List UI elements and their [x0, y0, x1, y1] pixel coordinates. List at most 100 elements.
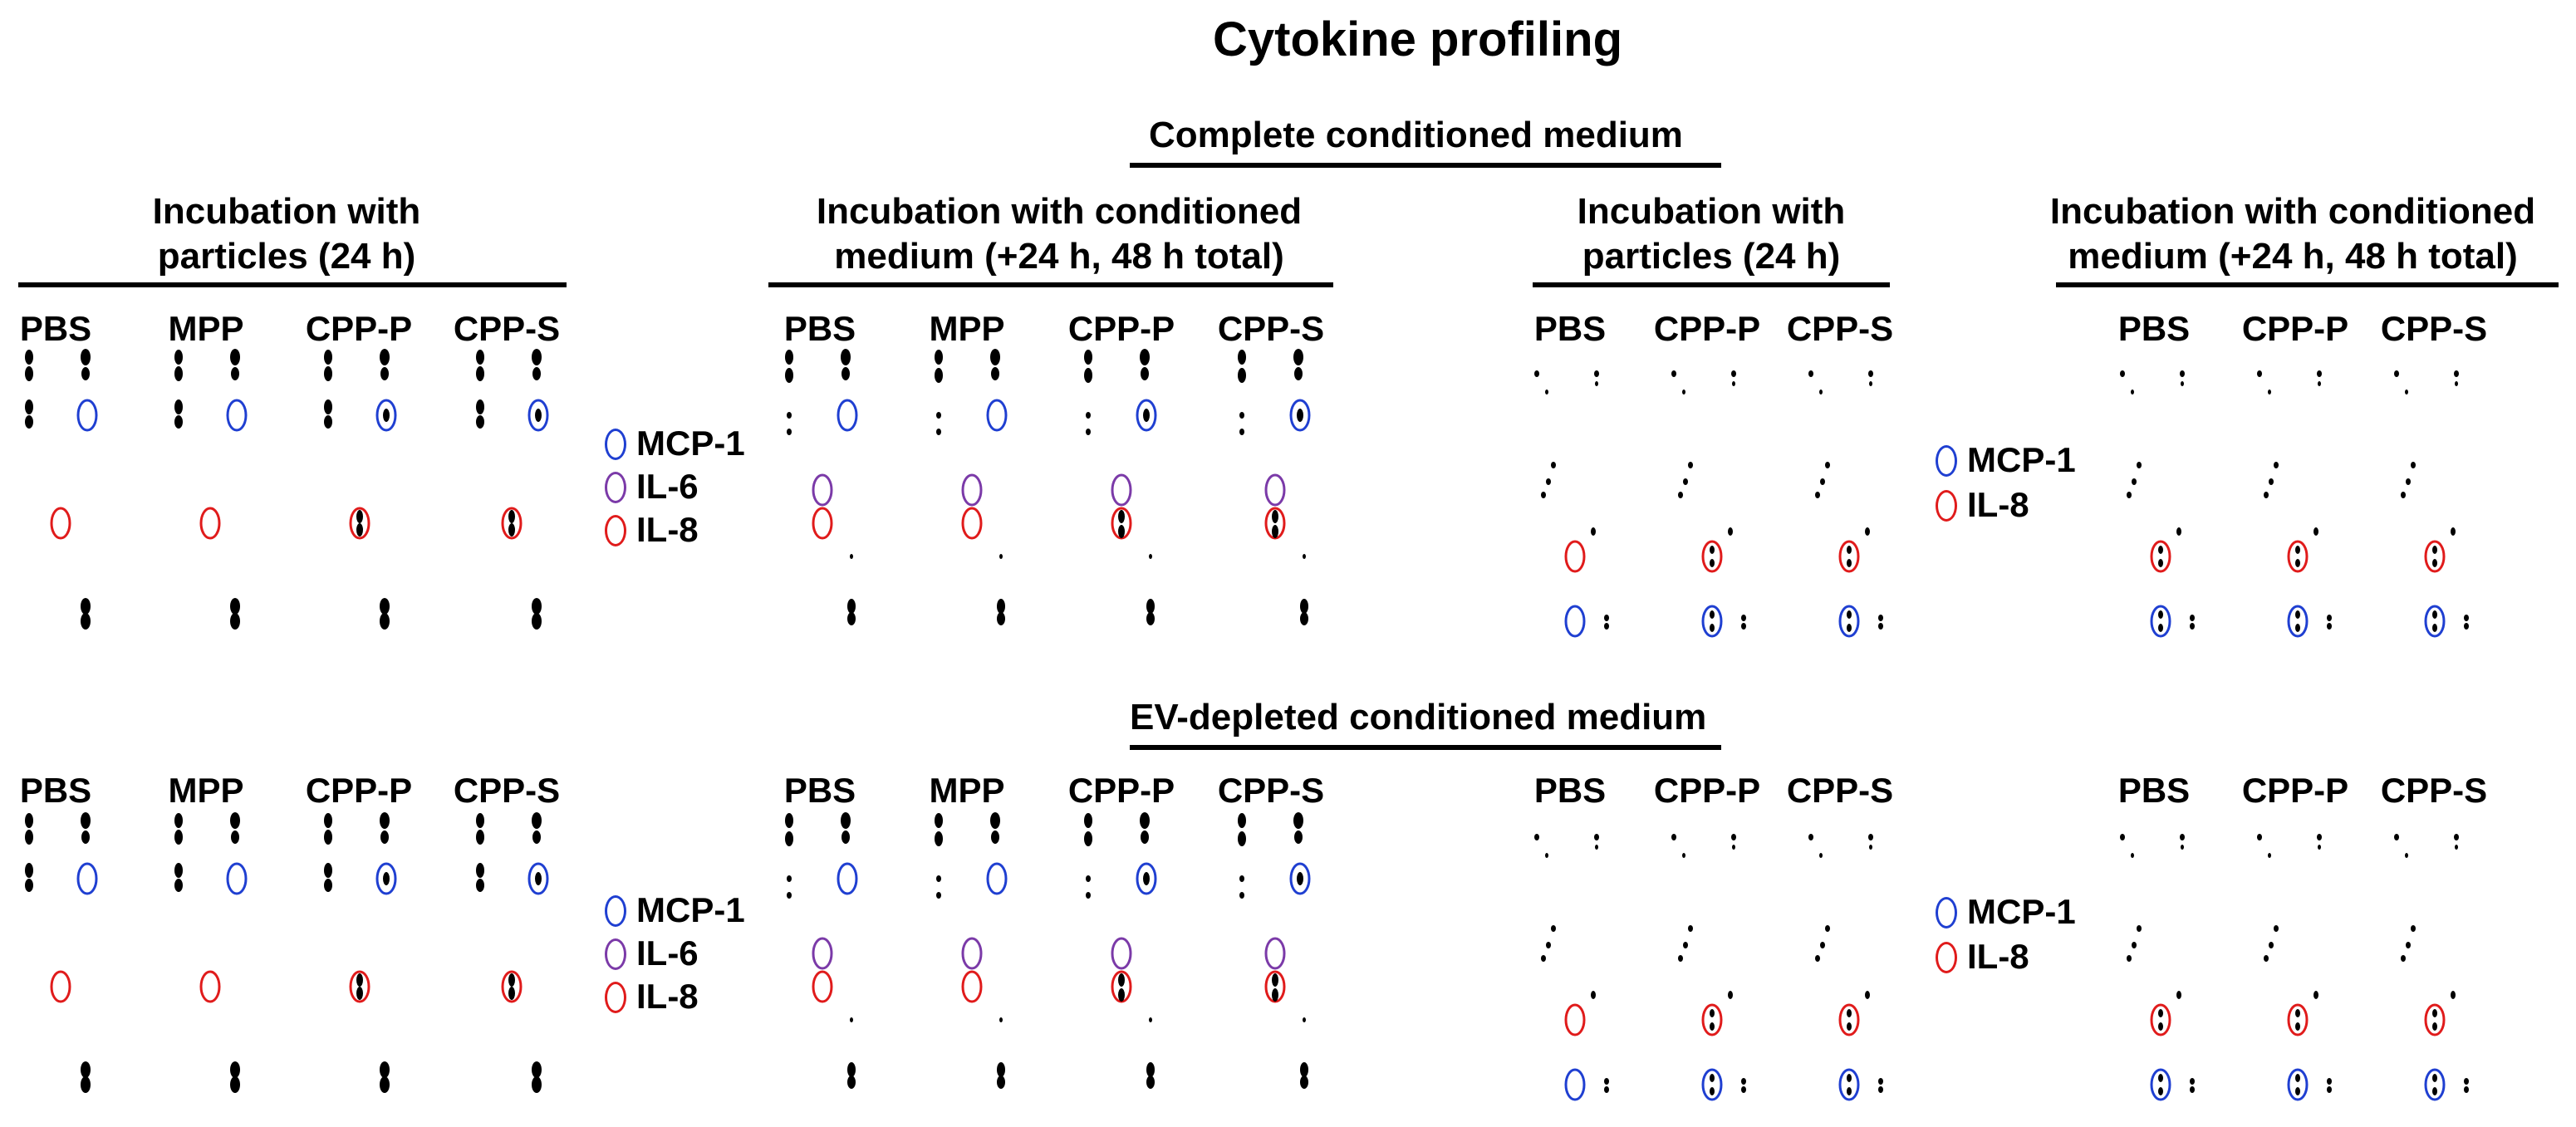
legend-label-mcp1: MCP-1	[636, 890, 745, 929]
blot-spot	[785, 350, 793, 365]
blot-spot	[1084, 813, 1092, 828]
col-label: CPP-P	[2241, 771, 2349, 810]
blot-spot	[508, 987, 515, 1000]
blot-spot	[1604, 1086, 1609, 1093]
cytokine-marker-ring	[1111, 937, 1132, 970]
col-label: CPP-S	[2380, 771, 2488, 810]
blot-spot	[1728, 527, 1733, 536]
blot-spot	[2432, 1022, 2437, 1031]
blot-spot	[1868, 834, 1873, 840]
blot-spot	[2295, 546, 2300, 554]
blot-spot	[2464, 615, 2469, 621]
blot-spot	[2411, 462, 2416, 468]
blot-spot	[2401, 492, 2406, 498]
blot-spot	[1118, 988, 1125, 1002]
blot-spot	[2264, 955, 2269, 962]
blot-spot	[508, 523, 515, 537]
blot-spot	[1682, 853, 1685, 858]
blot-spot	[999, 554, 1003, 559]
group-header-medium-1: Incubation with conditioned medium (+24 …	[768, 189, 1350, 279]
blot-spot	[847, 612, 856, 625]
blot-spot	[230, 613, 240, 630]
blot-spot	[1118, 510, 1125, 523]
col-label: PBS	[1533, 309, 1607, 348]
blot-spot	[535, 872, 542, 885]
blot-spot	[847, 599, 856, 614]
blot-spot	[1545, 853, 1548, 858]
cytokine-marker-ring	[2424, 605, 2446, 638]
blot-spot	[476, 415, 484, 429]
blot-spot	[2464, 1086, 2469, 1093]
cytokine-marker-ring	[2287, 605, 2309, 638]
blot-spot	[1847, 1022, 1852, 1031]
cytokine-marker-ring	[76, 399, 98, 432]
blot-spot	[1732, 381, 1735, 386]
col-label: CPP-S	[453, 309, 561, 348]
blot-spot	[1594, 834, 1599, 840]
legend-marker-mcp1	[605, 429, 626, 460]
blot-spot	[2269, 478, 2274, 485]
blot-spot	[1238, 813, 1246, 828]
blot-spot	[2313, 991, 2318, 999]
group-header-particles-1: Incubation with particles (24 h)	[79, 189, 494, 279]
blot-spot	[1300, 1062, 1308, 1077]
blot-spot	[81, 1076, 91, 1093]
blot-spot	[380, 367, 389, 380]
blot-spot	[508, 973, 515, 987]
group-header-line-2: medium (+24 h, 48 h total)	[2068, 236, 2518, 277]
blot-spot	[1847, 1087, 1852, 1095]
blot-spot	[1671, 834, 1676, 840]
col-label: PBS	[19, 771, 92, 810]
cytokine-marker-ring	[812, 937, 833, 970]
blot-spot	[2327, 1086, 2332, 1093]
blot-spot	[81, 831, 90, 844]
blot-spot	[1294, 367, 1303, 380]
cytokine-marker-ring	[812, 507, 833, 540]
blot-spot	[2269, 942, 2274, 948]
blot-spot	[1869, 845, 1872, 850]
blot-spot	[174, 813, 183, 828]
blot-spot	[2190, 1086, 2195, 1093]
blot-spot	[1678, 492, 1683, 498]
blot-spot	[1825, 462, 1830, 468]
legend-marker-il8	[605, 982, 626, 1013]
legend-marker-il6	[605, 938, 626, 970]
cytokine-marker-ring	[2150, 540, 2171, 573]
blot-spot	[380, 349, 390, 365]
blot-spot	[1300, 599, 1308, 614]
blot-spot	[174, 366, 183, 381]
cytokine-marker-ring	[501, 970, 523, 1003]
blot-spot	[1682, 390, 1685, 394]
blot-spot	[380, 831, 389, 844]
blot-spot	[25, 830, 33, 845]
legend-marker-il8	[1936, 490, 1957, 522]
blot-spot	[785, 831, 793, 846]
blot-spot	[1300, 612, 1308, 625]
legend-label-mcp1: MCP-1	[1967, 892, 2076, 931]
blot-spot	[81, 367, 90, 380]
blot-spot	[1084, 350, 1092, 365]
blot-spot	[997, 1062, 1005, 1077]
blot-spot	[850, 554, 853, 559]
legend-label-mcp1: MCP-1	[1967, 440, 2076, 479]
blot-spot	[1710, 546, 1715, 554]
blot-spot	[1819, 853, 1823, 858]
blot-spot	[532, 831, 541, 844]
cytokine-marker-ring	[199, 970, 221, 1003]
blot-spot	[935, 813, 943, 828]
blot-spot	[936, 412, 941, 419]
col-label: PBS	[783, 309, 856, 348]
blot-spot	[532, 812, 542, 829]
group-rule-medium-2	[2056, 282, 2559, 287]
legend-marker-il8	[1936, 942, 1957, 973]
section-rule-complete	[1130, 163, 1721, 168]
blot-spot	[1238, 831, 1246, 846]
blot-spot	[2176, 527, 2181, 536]
blot-spot	[2317, 834, 2322, 840]
blot-spot	[999, 1017, 1003, 1022]
blot-spot	[2190, 615, 2195, 621]
blot-spot	[2295, 559, 2300, 567]
blot-spot	[1084, 831, 1092, 846]
blot-spot	[2464, 1078, 2469, 1085]
cytokine-marker-ring	[349, 970, 370, 1003]
